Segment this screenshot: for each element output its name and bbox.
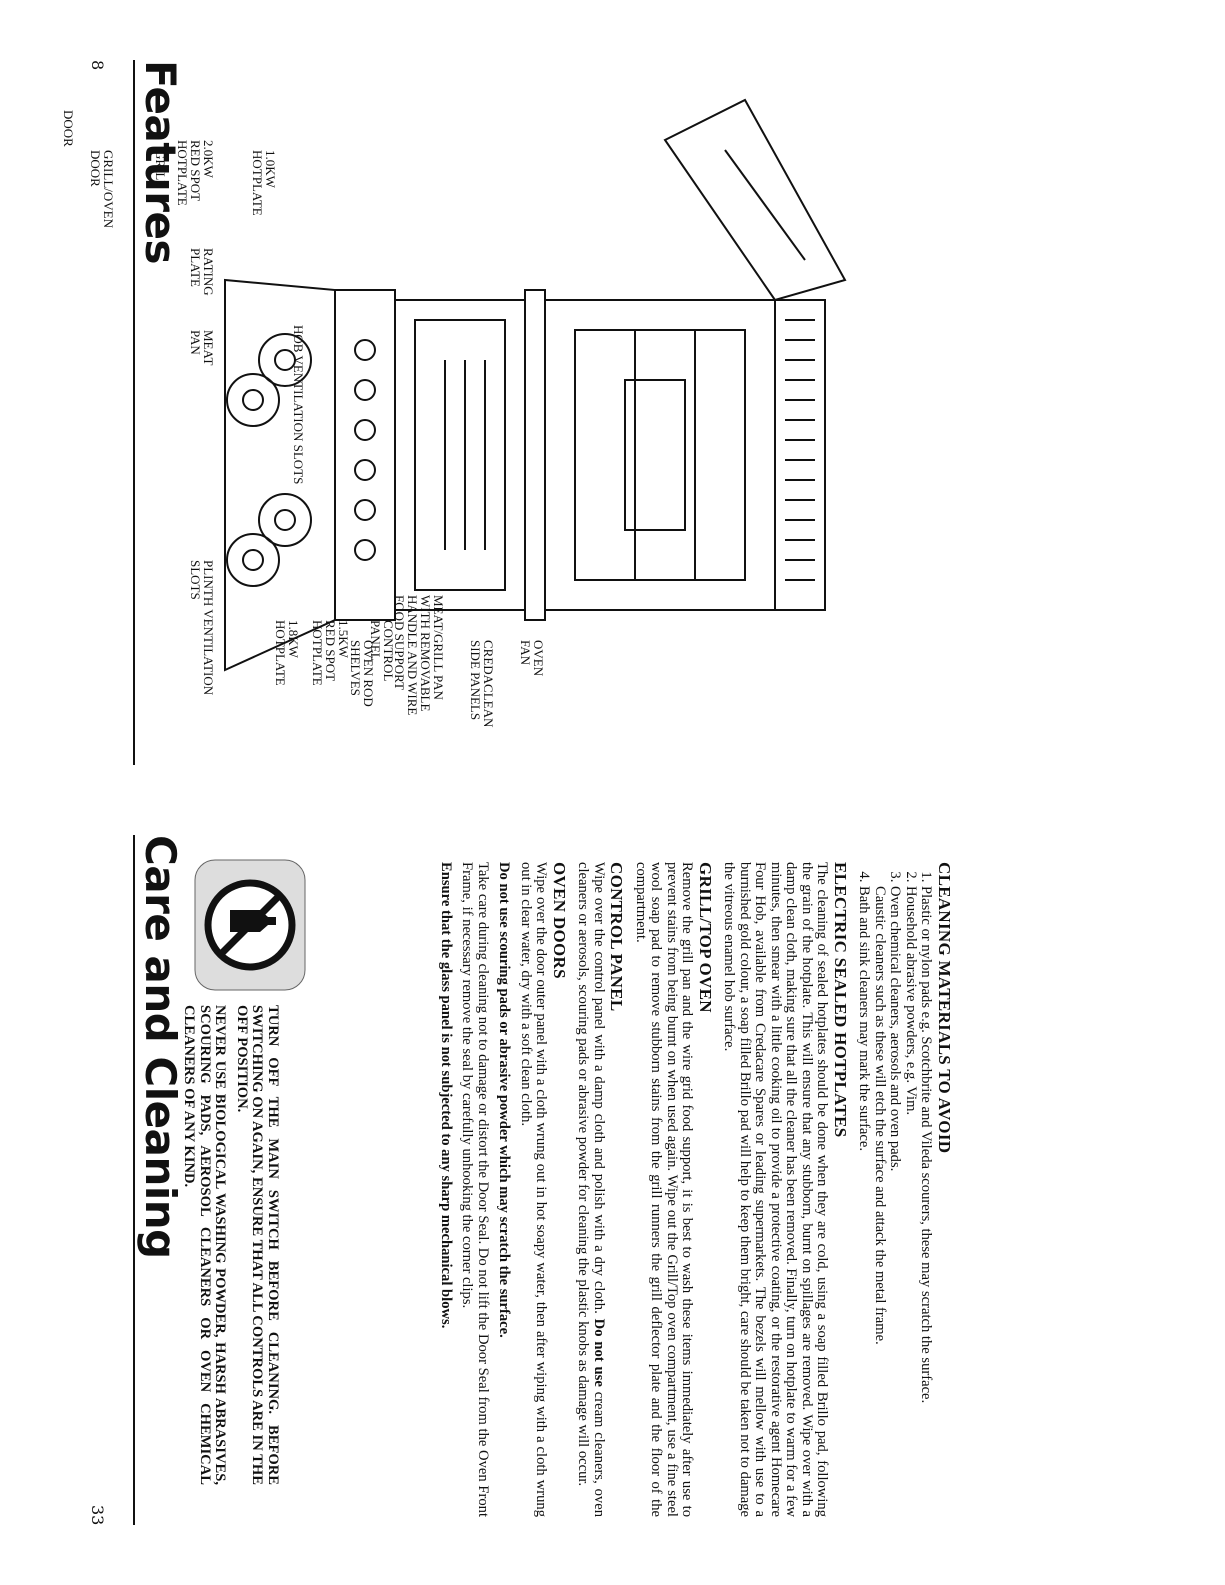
section-title-oven-doors: OVEN DOORS	[550, 862, 569, 979]
cooker-illustration	[224, 98, 847, 672]
no-chemicals-icon	[194, 859, 306, 991]
control-panel-text-b: Do not use	[591, 1318, 607, 1387]
oven-doors-text-2: Do not use scouring pads or abrasive pow…	[496, 862, 513, 1338]
section-title-grill: GRILL/TOP OVEN	[696, 862, 715, 1013]
control-panel-text-a: Wipe over the control panel with a damp …	[591, 862, 607, 1314]
materials-list: Plastic or nylon pads e.g. Scotchbrite a…	[856, 862, 935, 1517]
hotplates-text: The cleaning of sealed hotplates should …	[721, 862, 831, 1517]
grill-text: Remove the grill pan and the wire grid f…	[633, 862, 696, 1517]
section-title-control-panel: CONTROL PANEL	[607, 862, 627, 1012]
materials-item-4: Bath and sink cleaners may mark the surf…	[856, 886, 873, 1517]
body-text: CLEANING MATERIALS TO AVOID Plastic or n…	[432, 862, 961, 1517]
oven-doors-text-4: Ensure that the glass panel is not subje…	[438, 862, 454, 1329]
oven-doors-text-1: Wipe over the door outer panel with a cl…	[518, 862, 550, 1517]
oven-doors-text-3: Take care during cleaning not to damage …	[459, 862, 492, 1517]
materials-item-1: Plastic or nylon pads e.g. Scotchbrite a…	[918, 886, 935, 1517]
materials-item-2: Household abrasive powders, e.g. Vim.	[903, 886, 919, 1517]
section-title-materials: CLEANING MATERIALS TO AVOID	[935, 862, 954, 1154]
control-panel-text: Wipe over the control panel with a damp …	[575, 862, 608, 1517]
section-title-hotplates: ELECTRIC SEALED HOTPLATES	[831, 862, 850, 1138]
materials-item-3: Oven chemical cleaners, aerosols and ove…	[872, 886, 904, 1517]
